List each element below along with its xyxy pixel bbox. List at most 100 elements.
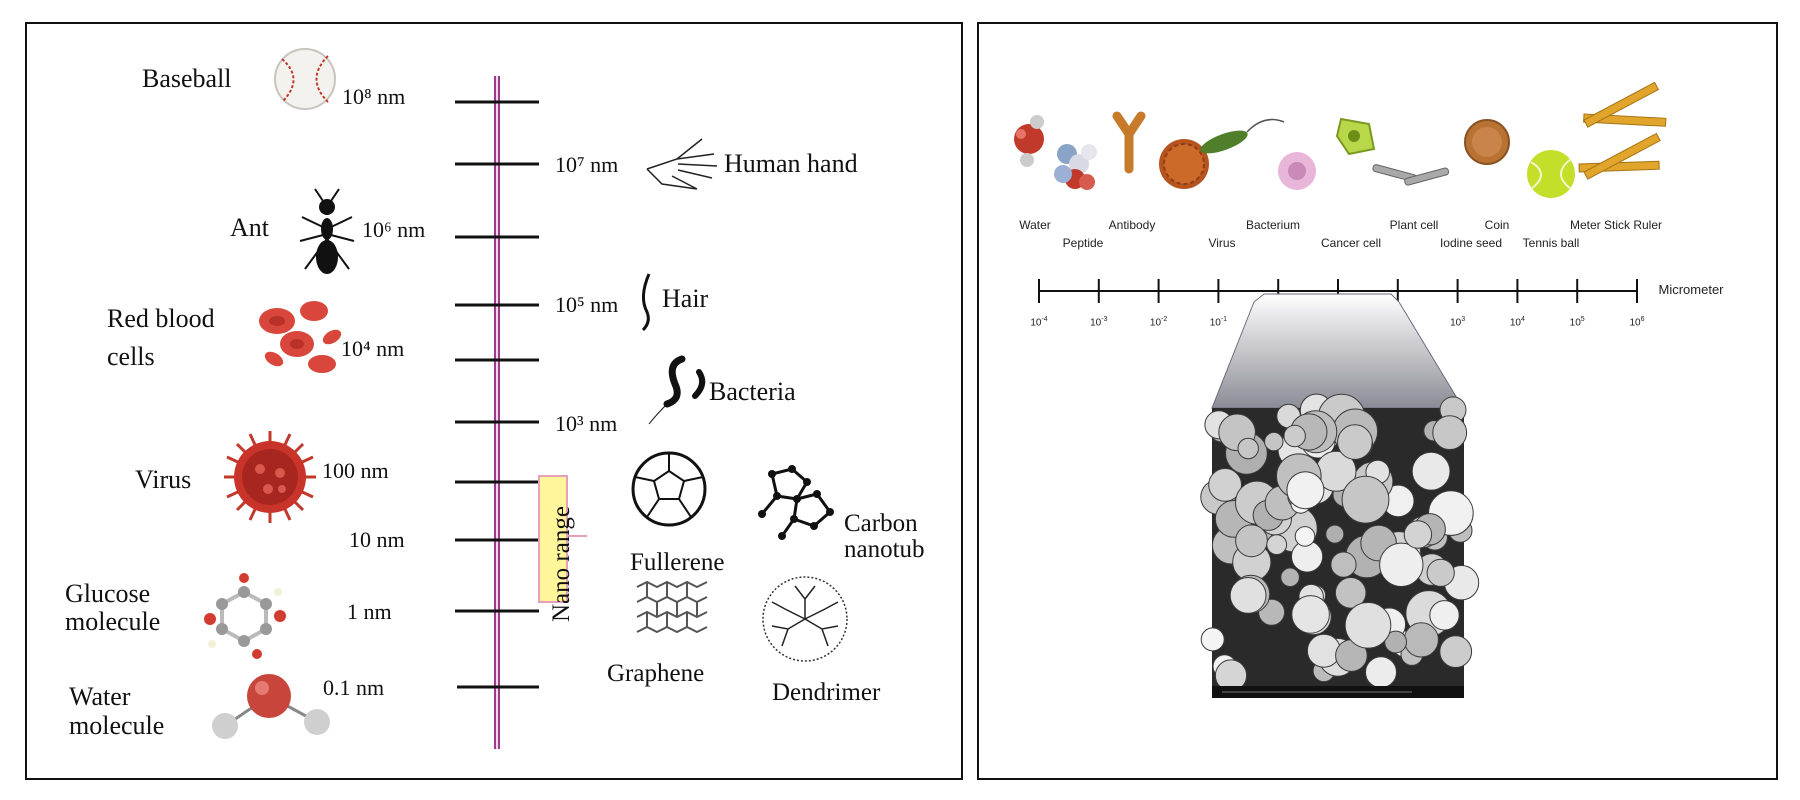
bacteria-label: Bacteria [709, 377, 796, 406]
micrometer-unit-label: Micrometer [1658, 282, 1724, 297]
water-molecule-icon [1014, 115, 1044, 167]
nanoparticle-sphere [1325, 524, 1345, 544]
nanoparticle-sphere [1330, 551, 1357, 578]
peptide-icon [1054, 144, 1097, 190]
iodine-seed-icon [1372, 164, 1450, 186]
virus-value: 100 nm [322, 458, 389, 483]
bottom-label-cancer-cell: Cancer cell [1320, 236, 1382, 250]
size-scale-axis [455, 76, 587, 749]
nanoparticle-sphere [1283, 424, 1306, 448]
nanoparticle-sphere [1291, 595, 1330, 634]
axis-tick-label: 105 [1569, 316, 1585, 329]
virus-icon [1159, 139, 1209, 189]
water-label-2: molecule [69, 711, 165, 740]
bottom-label-iodine-seed: Iodine seed [1439, 236, 1503, 250]
hair-icon [641, 273, 651, 332]
axis-tick-label: 10-3 [1090, 316, 1108, 329]
axis-tick-label: 104 [1509, 316, 1525, 329]
cancer-cell-icon [1278, 152, 1316, 190]
tennis-ball-icon [1527, 150, 1575, 198]
nanoparticle-sphere [1306, 633, 1341, 668]
axis-tick-label: 10-4 [1030, 316, 1048, 329]
glucose-molecule-icon [204, 573, 286, 659]
axis-tick-label: 103 [1450, 316, 1466, 329]
nanoparticle-sphere [1280, 567, 1300, 588]
fullerene-icon [631, 451, 707, 527]
meter-stick-icon [1578, 81, 1667, 180]
bottom-label-peptide: Peptide [1062, 236, 1104, 250]
nanoparticle-sphere [1264, 431, 1284, 452]
nanoparticle-sphere [1403, 622, 1439, 658]
virus-icon [224, 431, 316, 523]
nano-range-label: Nano range [548, 506, 575, 622]
nanoparticle-sphere [1341, 475, 1390, 524]
bacterium-icon [1200, 118, 1285, 154]
carbon-label-2: nanotub [844, 536, 925, 563]
plant-cell-icon [1335, 117, 1376, 156]
left-size-scale-panel: Baseball 10⁸ nm Ant 10⁶ nm Red blood cel… [25, 22, 963, 780]
water-molecule-icon [212, 674, 330, 739]
water-label-1: Water [69, 682, 131, 711]
nanoparticle-sphere [1411, 451, 1451, 491]
nanoparticle-sphere [1384, 630, 1408, 654]
baseball-value: 10⁸ nm [342, 84, 406, 109]
bottom-label-virus: Virus [1208, 236, 1236, 250]
right-size-scale-panel: Water Antibody Bacterium Plant cell Coin… [977, 22, 1778, 780]
hand-icon [646, 138, 718, 190]
nanoparticle-sphere [1200, 627, 1225, 652]
nanoparticle-sphere [1208, 468, 1242, 502]
human-hand-value: 10⁷ nm [555, 152, 619, 177]
nanoparticle-sphere [1334, 577, 1367, 609]
nanoparticle-sphere [1439, 635, 1473, 669]
carbon-nanotube-icon [758, 465, 834, 540]
glucose-value: 1 nm [347, 599, 392, 624]
hair-label: Hair [662, 284, 709, 313]
nanoparticle-sphere [1429, 600, 1460, 631]
red-blood-cells-value: 10⁴ nm [341, 336, 405, 361]
nanoparticle-sphere [1379, 542, 1424, 588]
red-blood-cells-label-1: Red blood [107, 304, 215, 333]
graphene-label: Graphene [607, 660, 705, 687]
graphene-icon [636, 580, 708, 634]
bacteria-icon [648, 355, 706, 425]
bacteria-value: 10³ nm [555, 411, 618, 436]
top-label-bacterium: Bacterium [1245, 218, 1301, 232]
nanoparticle-sphere [1235, 524, 1268, 558]
object-illustrations-row [1014, 81, 1667, 198]
dendrimer-label: Dendrimer [772, 679, 881, 706]
baseball-icon [274, 48, 336, 110]
top-label-coin: Coin [1484, 218, 1510, 232]
nanoparticle-sphere [1286, 471, 1325, 510]
nanoparticle-sphere [1403, 520, 1433, 549]
dendrimer-icon [762, 576, 848, 662]
ten-nm-value: 10 nm [349, 527, 405, 552]
antibody-icon [1112, 111, 1146, 174]
red-blood-cells-label-2: cells [107, 342, 155, 371]
nanoparticle-sphere [1294, 526, 1316, 547]
coin-icon [1464, 119, 1510, 165]
hair-value: 10⁵ nm [555, 292, 619, 317]
carbon-label-1: Carbon [844, 510, 918, 537]
ant-label: Ant [230, 213, 269, 242]
sem-nanoparticles-image [1200, 393, 1480, 698]
axis-tick-label: 10-2 [1149, 316, 1168, 329]
nanoparticle-sphere [1237, 437, 1259, 460]
top-label-meter-stick: Meter Stick Ruler [1569, 218, 1663, 232]
glucose-label-1: Glucose [65, 579, 151, 608]
nanoparticle-sphere [1344, 602, 1392, 649]
baseball-label: Baseball [142, 64, 232, 93]
top-label-plant-cell: Plant cell [1389, 218, 1439, 232]
bottom-label-tennis-ball: Tennis ball [1522, 236, 1580, 250]
nano-range-bracket [538, 475, 568, 603]
axis-tick-label: 10-1 [1209, 316, 1228, 329]
axis-tick-label: 106 [1629, 316, 1645, 329]
water-value: 0.1 nm [323, 675, 385, 700]
nanoparticle-sphere [1432, 415, 1468, 450]
human-hand-label: Human hand [724, 149, 858, 178]
fullerene-label: Fullerene [630, 549, 725, 576]
top-label-water: Water [1019, 218, 1051, 232]
ant-icon [299, 188, 355, 274]
glucose-label-2: molecule [65, 607, 161, 636]
top-label-antibody: Antibody [1108, 218, 1156, 232]
ant-value: 10⁶ nm [362, 217, 426, 242]
